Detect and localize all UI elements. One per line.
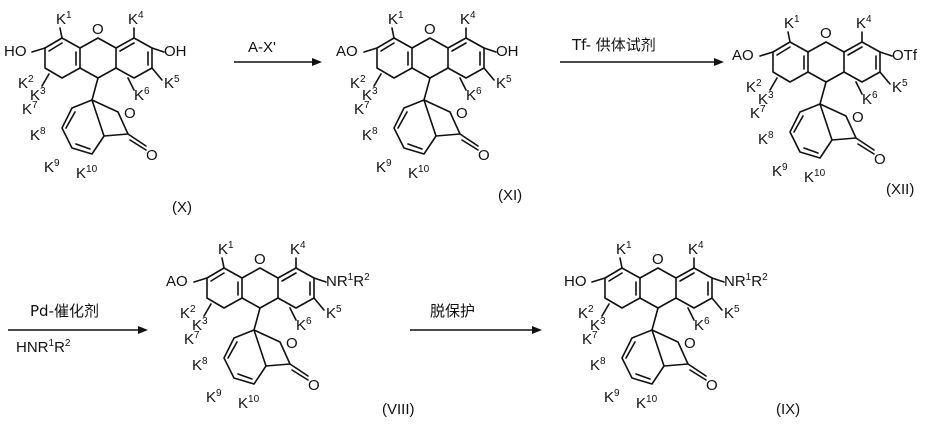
- carbonyl-oxygen: O: [146, 147, 158, 164]
- lactone-oxygen: O: [286, 335, 298, 352]
- lactone-oxygen: O: [456, 105, 468, 122]
- substituent-k5: K5: [496, 74, 512, 92]
- ring-oxygen: O: [820, 25, 832, 42]
- substituent-k2: K2: [18, 74, 34, 92]
- right-group: NR1R2: [724, 272, 768, 290]
- reagent-label: Tf- 供体试剂: [571, 36, 656, 54]
- substituent-k8: K8: [590, 356, 606, 374]
- substituent-k7: K7: [354, 100, 370, 118]
- substituent-k10: K10: [238, 394, 260, 412]
- substituent-k4: K4: [688, 240, 704, 258]
- substituent-k9: K9: [604, 388, 620, 406]
- substituent-k9: K9: [206, 388, 222, 406]
- compound-label: (XI): [498, 187, 522, 204]
- carbonyl-oxygen: O: [478, 147, 490, 164]
- substituent-k5: K5: [892, 78, 908, 96]
- left-group: AO: [166, 273, 188, 290]
- carbonyl-oxygen: O: [874, 151, 886, 168]
- reagent-label: A-X': [248, 39, 276, 56]
- substituent-k9: K9: [376, 158, 392, 176]
- carbonyl-oxygen: O: [308, 377, 320, 394]
- catalyst-label: Pd-催化剂: [30, 302, 99, 320]
- ring-oxygen: O: [92, 21, 104, 38]
- substituent-k8: K8: [362, 126, 378, 144]
- substituent-k5: K5: [326, 304, 342, 322]
- substituent-k3: K3: [30, 86, 46, 104]
- reaction-arrow-3: Pd-催化剂 HNR1R2: [8, 302, 148, 356]
- substituent-k6: K6: [694, 316, 710, 334]
- ring-oxygen: O: [424, 21, 436, 38]
- left-group: HO: [564, 273, 587, 290]
- substituent-k10: K10: [804, 168, 826, 186]
- lactone-oxygen: O: [124, 105, 136, 122]
- compound-label: (X): [172, 199, 192, 216]
- substituent-k8: K8: [30, 126, 46, 144]
- substituent-k3: K3: [192, 316, 208, 334]
- substituent-k7: K7: [750, 104, 766, 122]
- right-group: NR1R2: [326, 272, 370, 290]
- compound-label: (VIII): [382, 401, 415, 418]
- substituent-k3: K3: [362, 86, 378, 104]
- substituent-k4: K4: [290, 240, 306, 258]
- right-group: OTf: [892, 47, 918, 64]
- substituent-k6: K6: [134, 86, 150, 104]
- substituent-k10: K10: [76, 164, 98, 182]
- lactone-oxygen: O: [684, 335, 696, 352]
- right-group: OH: [496, 43, 519, 60]
- substituent-k2: K2: [578, 304, 594, 322]
- carbonyl-oxygen: O: [706, 377, 718, 394]
- substituent-k4: K4: [856, 14, 872, 32]
- substituent-k10: K10: [636, 394, 658, 412]
- substituent-k8: K8: [758, 130, 774, 148]
- substituent-k3: K3: [590, 316, 606, 334]
- ring-oxygen: O: [652, 251, 664, 268]
- substituent-k9: K9: [772, 162, 788, 180]
- left-group: HO: [4, 43, 27, 60]
- left-group: AO: [336, 43, 358, 60]
- reaction-arrow-2: Tf- 供体试剂: [560, 36, 724, 66]
- substituent-k3: K3: [758, 90, 774, 108]
- lactone-oxygen: O: [852, 109, 864, 126]
- substituent-k5: K5: [724, 304, 740, 322]
- substituent-k7: K7: [184, 330, 200, 348]
- substituent-k5: K5: [164, 74, 180, 92]
- substituent-k6: K6: [466, 86, 482, 104]
- substituent-k1: K1: [218, 240, 234, 258]
- substituent-k1: K1: [388, 10, 404, 28]
- amine-reagent-label: HNR1R2: [16, 338, 71, 356]
- substituent-k1: K1: [616, 240, 632, 258]
- right-group: OH: [164, 43, 187, 60]
- reagent-label: 脱保护: [430, 302, 475, 320]
- reaction-arrow-4: 脱保护: [410, 302, 542, 334]
- substituent-k9: K9: [44, 158, 60, 176]
- substituent-k2: K2: [180, 304, 196, 322]
- compound-label: (IX): [776, 401, 800, 418]
- substituent-k1: K1: [56, 10, 72, 28]
- substituent-k7: K7: [582, 330, 598, 348]
- substituent-k4: K4: [128, 10, 144, 28]
- substituent-k6: K6: [862, 90, 878, 108]
- left-group: AO: [732, 47, 754, 64]
- substituent-k2: K2: [350, 74, 366, 92]
- ring-oxygen: O: [254, 251, 266, 268]
- substituent-k4: K4: [460, 10, 476, 28]
- substituent-k10: K10: [408, 164, 430, 182]
- reaction-arrow-1: A-X': [234, 39, 322, 66]
- substituent-k7: K7: [22, 100, 38, 118]
- substituent-k6: K6: [296, 316, 312, 334]
- compound-label: (XII): [886, 181, 914, 198]
- substituent-k1: K1: [784, 14, 800, 32]
- substituent-k8: K8: [192, 356, 208, 374]
- substituent-k2: K2: [746, 78, 762, 96]
